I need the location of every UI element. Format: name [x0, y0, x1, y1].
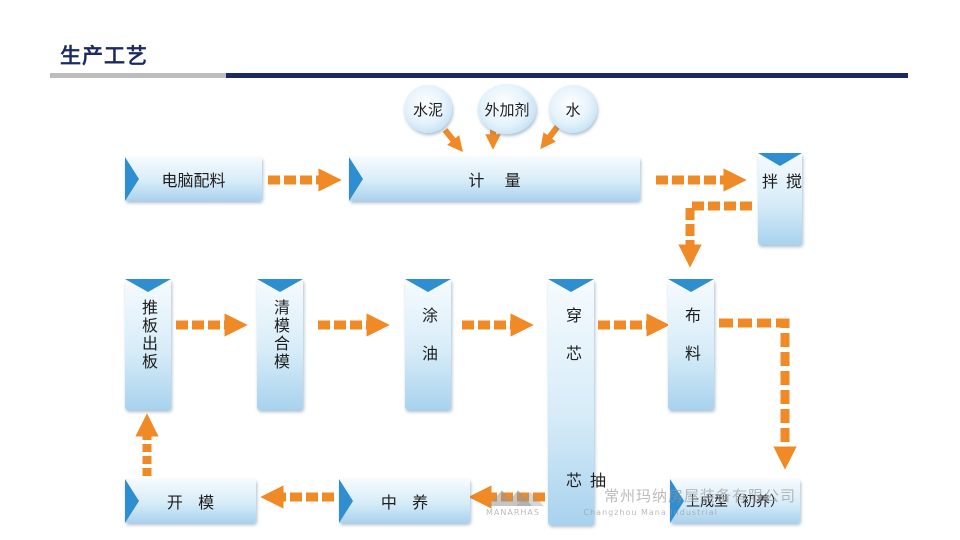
watermark-logo-icon	[488, 490, 544, 506]
watermark: 常州玛纳房屋装备有限公司 MANARHAS Changzhou Mana Ind…	[486, 484, 816, 524]
step-mixing: 搅拌	[758, 153, 802, 245]
step-core-extract-label: 抽芯	[563, 472, 606, 510]
step-core-insert-extract: 穿芯 抽芯	[548, 279, 606, 525]
arrow-water-to-metering	[540, 124, 561, 150]
input-water-label: 水	[565, 100, 581, 119]
step-push-out-board-label: 推板出板	[139, 299, 158, 371]
input-cement-label: 水泥	[412, 100, 443, 119]
input-additive-label: 外加剂	[484, 100, 530, 119]
watermark-brand: MANARHAS	[486, 508, 540, 517]
step-intermediate-curing-label: 中 养	[380, 493, 429, 512]
step-demolding-label: 开 模	[166, 493, 215, 512]
watermark-sub: Changzhou Mana Industrial	[583, 508, 718, 517]
arrow-mixing-to-distribution	[678, 201, 752, 268]
watermark-company: 常州玛纳房屋装备有限公司	[604, 487, 797, 505]
step-clean-close-mold: 清模合模	[257, 279, 303, 410]
arrow-cement-to-metering	[442, 128, 463, 153]
title-underline-gray	[50, 73, 226, 78]
step-forming-initial-curing: 上成型（初养）	[670, 479, 800, 523]
step-forming-initial-curing-label: 上成型（初养）	[686, 494, 784, 510]
title-underline-navy	[226, 73, 908, 78]
step-oiling-label: 涂油	[419, 307, 438, 383]
step-demolding: 开 模	[125, 479, 256, 523]
step-mixing-label: 搅拌	[759, 173, 802, 215]
step-metering-label: 计 量	[468, 171, 521, 190]
slide-title: 生产工艺	[60, 44, 148, 68]
step-clean-close-mold-label: 清模合模	[271, 299, 290, 371]
step-intermediate-curing: 中 养	[339, 479, 470, 523]
step-core-insert-label: 穿芯	[563, 307, 582, 383]
input-cement: 水泥	[404, 85, 452, 133]
step-oiling: 涂油	[405, 279, 451, 410]
arrow-distribution-to-forming	[719, 318, 797, 470]
step-distribution: 布料	[668, 279, 714, 410]
watermark-sub-line: MANARHAS Changzhou Mana Industrial	[486, 508, 718, 517]
step-computer-batching-label: 电脑配料	[161, 171, 226, 190]
input-water: 水	[549, 85, 597, 133]
step-distribution-label: 布料	[682, 307, 701, 383]
step-push-out-board: 推板出板	[125, 279, 171, 410]
step-computer-batching: 电脑配料	[125, 157, 262, 201]
step-metering: 计 量	[349, 157, 640, 201]
input-additive: 外加剂	[478, 84, 536, 134]
